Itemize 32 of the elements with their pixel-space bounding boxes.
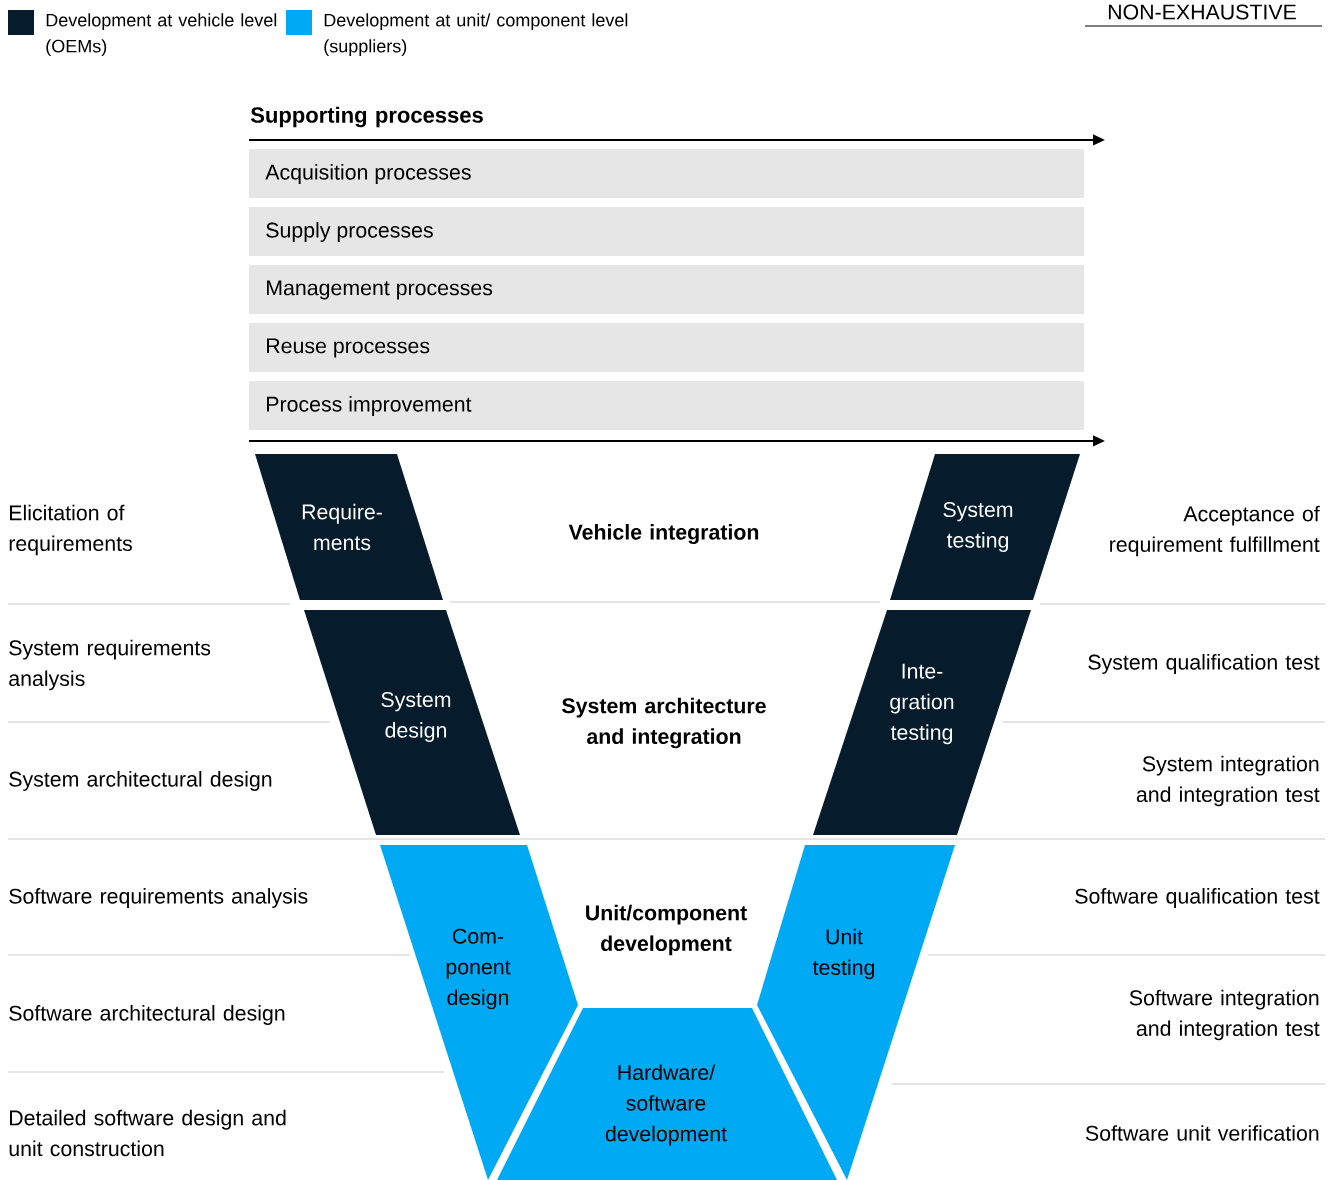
level-heading: System architecture and integration	[562, 697, 766, 749]
parallelogram-band: Require- ments	[255, 454, 443, 600]
phase-text: Software integration and integration test	[1129, 989, 1320, 1041]
process-bar: Supply processes	[249, 207, 1084, 256]
process-bar: Process improvement	[249, 381, 1084, 430]
page-note: NON-EXHAUSTIVE	[1108, 4, 1296, 20]
legend-text: Development at unit/ component level (suppliers)	[324, 13, 628, 57]
phase-text: Software unit verification	[1085, 1125, 1319, 1141]
phase-text: Elicitation of requirements	[9, 504, 132, 556]
node-label: Hardware/ software development	[605, 1064, 727, 1146]
process-bar: Reuse processes	[249, 323, 1084, 372]
legend-text: Development at vehicle level (OEMs)	[46, 13, 277, 57]
parallelogram-band: Com- ponent design	[380, 845, 578, 1180]
phase-text: Software architectural design	[9, 1005, 285, 1025]
phase-text: System integration and integration test	[1136, 755, 1320, 807]
parallelogram-band: System design	[304, 610, 520, 835]
trapezoid-band: Hardware/ software development	[497, 1008, 837, 1180]
parallelogram-band: System testing	[890, 454, 1080, 600]
process-bar: Acquisition processes	[249, 149, 1084, 198]
process-bar: Management processes	[249, 265, 1084, 314]
phase-text: Detailed software design and unit construction	[9, 1109, 286, 1157]
section-heading: Supporting processes	[250, 106, 483, 128]
level-heading: Unit/component development	[586, 904, 747, 956]
parallelogram-band: Unit testing	[757, 845, 955, 1180]
level-heading: Vehicle integration	[568, 524, 759, 544]
phase-text: System qualification test	[1088, 654, 1320, 674]
phase-text: System requirements analysis	[9, 639, 211, 691]
phase-text: Software qualification test	[1075, 888, 1320, 908]
phase-text: Software requirements analysis	[9, 888, 308, 908]
phase-text: System architectural design	[9, 771, 272, 791]
phase-text: Acceptance of requirement fulfillment	[1110, 505, 1320, 557]
parallelogram-band: Inte- gration testing	[813, 610, 1031, 835]
